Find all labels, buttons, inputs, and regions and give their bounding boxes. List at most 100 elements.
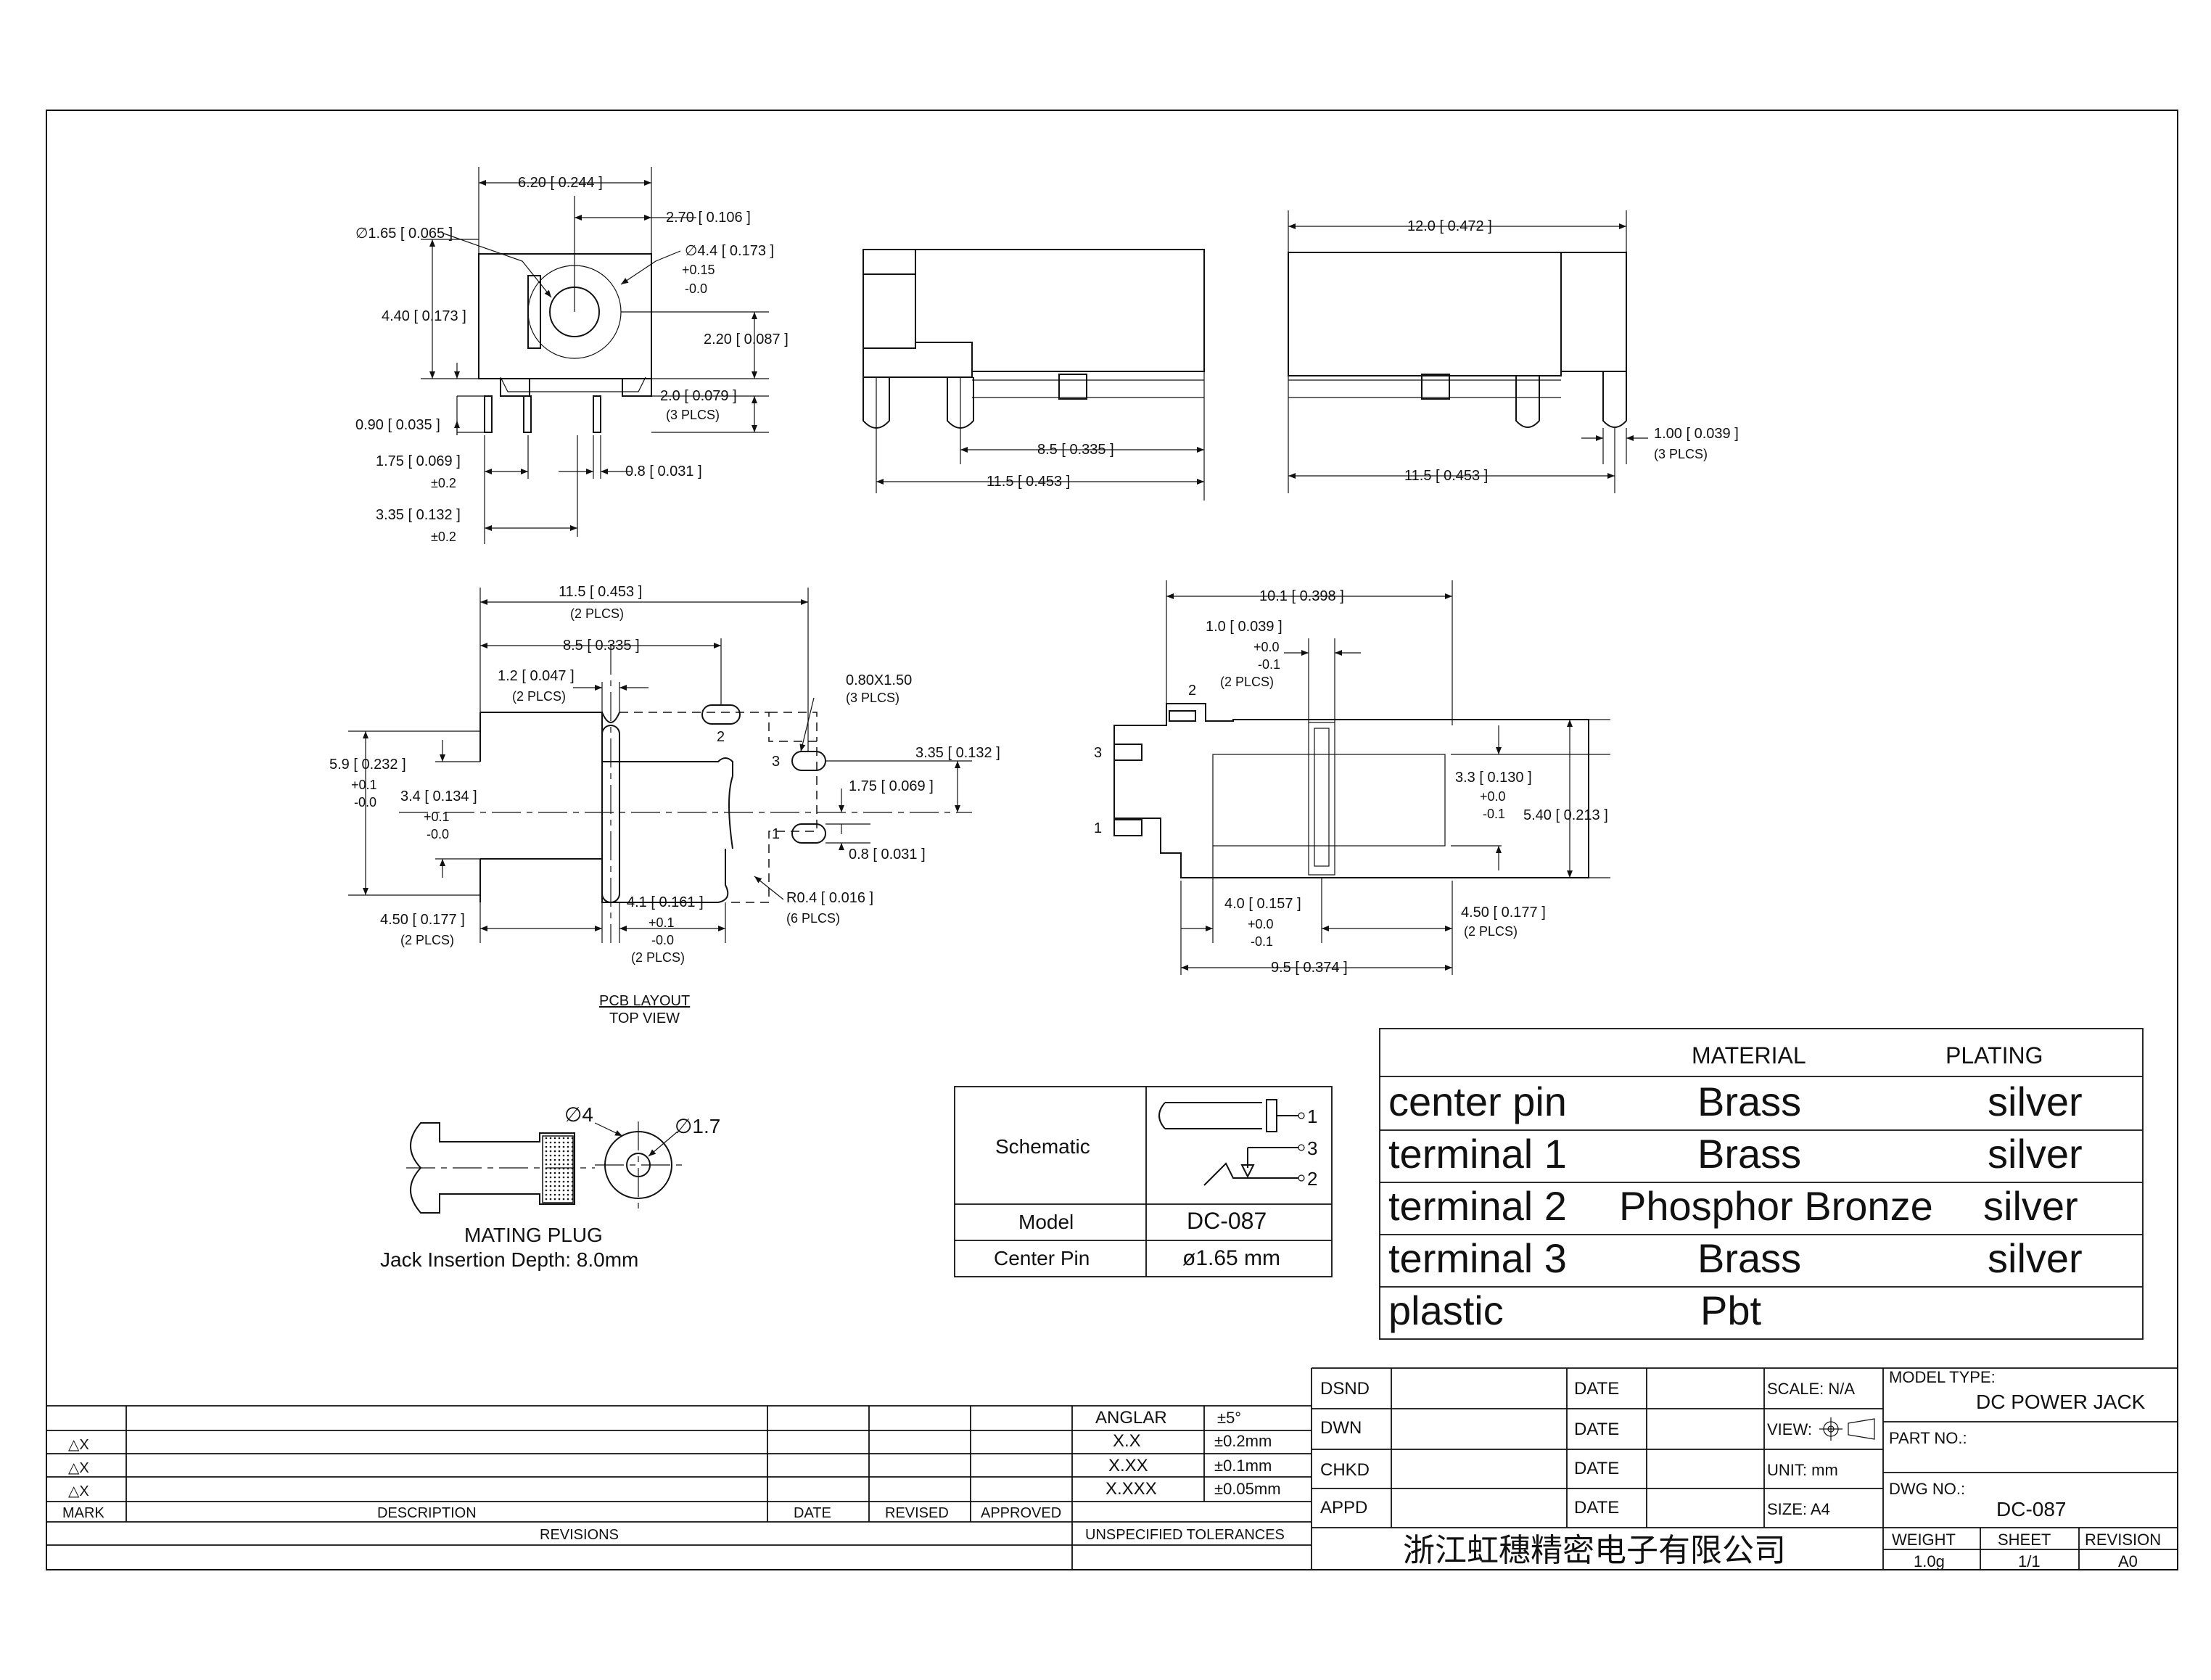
signoff-date-label: DATE — [1574, 1498, 1619, 1518]
sheet-label: SHEET — [1998, 1531, 2051, 1549]
dim-pcb-59-tp: +0.1 — [351, 778, 377, 792]
part-no-label: PART NO.: — [1889, 1429, 1967, 1447]
dim-pcb-41: 4.1 [ 0.161 ] — [627, 894, 704, 910]
material-row-material: Brass — [1697, 1079, 1801, 1124]
plug-dia-4: ∅4 — [564, 1103, 593, 1126]
material-row-plating: silver — [1988, 1235, 2083, 1281]
plug-depth: Jack Insertion Depth: 8.0mm — [380, 1248, 638, 1271]
rev-mark-3: △X — [68, 1483, 89, 1499]
bottom-pin-2: 2 — [1188, 683, 1196, 699]
dim-pcb-115-note: (2 PLCS) — [570, 606, 624, 621]
company-name: 浙江虹穗精密电子有限公司 — [1403, 1533, 1786, 1568]
dwg-no-value: DC-087 — [1996, 1498, 2066, 1520]
tol-label: X.XX — [1108, 1456, 1148, 1475]
projection-symbol-icon — [1819, 1417, 1875, 1441]
dim-front-090: 0.90 [ 0.035 ] — [355, 417, 440, 433]
plug-title: MATING PLUG — [464, 1224, 603, 1246]
dim-pcb-r04-note: (6 PLCS) — [786, 911, 840, 926]
dim-bottom-40-tp: +0.0 — [1248, 917, 1274, 931]
dim-front-d165: ∅1.65 [ 0.065 ] — [355, 226, 453, 242]
tol-value: ±0.1mm — [1214, 1457, 1272, 1475]
dim-front-335-tol: ±0.2 — [431, 530, 456, 544]
dim-bottom-10-note: (2 PLCS) — [1220, 675, 1274, 689]
material-row-material: Brass — [1697, 1131, 1801, 1177]
dim-bottom-40: 4.0 [ 0.157 ] — [1224, 896, 1301, 912]
sheet-value: 1/1 — [2018, 1552, 2041, 1570]
schematic-pin-3: 3 — [1307, 1137, 1317, 1159]
rev-header-date: DATE — [794, 1505, 831, 1521]
signoff-date-label: DATE — [1574, 1459, 1619, 1478]
dim-pcb-34: 3.4 [ 0.134 ] — [400, 788, 477, 804]
model-type-value: DC POWER JACK — [1976, 1391, 2146, 1413]
material-row-part: center pin — [1388, 1079, 1567, 1124]
signoff-role: CHKD — [1320, 1460, 1370, 1480]
dim-bottom-33-tp: +0.0 — [1480, 789, 1506, 804]
dwg-no-label: DWG NO.: — [1889, 1480, 1965, 1498]
dim-pcb-41-tm: -0.0 — [651, 933, 674, 947]
dim-pcb-slot: 0.80X1.50 — [846, 672, 912, 688]
weight-value: 1.0g — [1914, 1552, 1945, 1570]
dim-bottom-33: 3.3 [ 0.130 ] — [1455, 770, 1532, 786]
tol-value: ±0.05mm — [1214, 1480, 1281, 1498]
pcb-caption-subtitle: TOP VIEW — [609, 1010, 680, 1026]
dim-pcb-slot-note: (3 PLCS) — [846, 691, 899, 705]
rev-header-description: DESCRIPTION — [377, 1505, 477, 1521]
tol-label: X.X — [1113, 1431, 1141, 1451]
dim-rear-100-note: (3 PLCS) — [1654, 447, 1708, 461]
dim-side-115: 11.5 [ 0.453 ] — [987, 474, 1070, 490]
schematic-pin-1: 1 — [1307, 1105, 1317, 1127]
dim-front-20-note: (3 PLCS) — [666, 408, 720, 422]
dim-bottom-10-tp: +0.0 — [1253, 640, 1280, 654]
front-body — [478, 253, 652, 379]
signoff-role: APPD — [1320, 1498, 1367, 1518]
dim-pcb-08: 0.8 [ 0.031 ] — [849, 847, 926, 862]
front-view: 6.20 [ 0.244 ] 2.70 [ 0.106 ] ∅1.65 [ 0.… — [355, 167, 789, 544]
pcb-pin-3: 3 — [772, 754, 780, 770]
dim-bottom-33-tm: -0.1 — [1483, 807, 1505, 821]
dim-pcb-34-tm: -0.0 — [427, 827, 449, 841]
bottom-pin-1: 1 — [1094, 820, 1102, 836]
signoff-role: DSND — [1320, 1379, 1370, 1399]
dim-bottom-540: 5.40 [ 0.213 ] — [1523, 807, 1608, 823]
dim-front-620: 6.20 [ 0.244 ] — [518, 175, 603, 191]
dim-front-175-tol: ±0.2 — [431, 476, 456, 490]
model-value: DC-087 — [1187, 1208, 1267, 1234]
dim-front-d44-tol-plus: +0.15 — [682, 263, 715, 277]
dim-pcb-59-tm: -0.0 — [354, 795, 376, 810]
center-pin-label: Center Pin — [994, 1247, 1090, 1269]
unit-text: UNIT: mm — [1767, 1461, 1838, 1479]
dim-pcb-12-note: (2 PLCS) — [512, 689, 566, 704]
dim-pcb-450: 4.50 [ 0.177 ] — [380, 912, 465, 928]
dim-rear-115: 11.5 [ 0.453 ] — [1404, 468, 1488, 484]
pcb-layout-view: 2 3 1 11.5 [ 0.453 ] (2 PLCS) 8.5 [ 0.33… — [329, 584, 1000, 1026]
material-row-plating: silver — [1988, 1131, 2083, 1177]
dim-pcb-450-note: (2 PLCS) — [400, 933, 454, 947]
material-row-material: Pbt — [1700, 1288, 1761, 1333]
dim-bottom-101: 10.1 [ 0.398 ] — [1259, 588, 1344, 604]
dim-side-85: 8.5 [ 0.335 ] — [1037, 442, 1114, 458]
tol-footer: UNSPECIFIED TOLERANCES — [1085, 1527, 1285, 1543]
side-view: 8.5 [ 0.335 ] 11.5 [ 0.453 ] — [862, 249, 1205, 501]
dim-front-d44-tol-minus: -0.0 — [685, 281, 707, 296]
dim-pcb-85: 8.5 [ 0.335 ] — [563, 638, 640, 654]
schematic-table: Schematic 1 3 2 Model DC-087 Center Pin … — [954, 1086, 1333, 1277]
drawing-border — [46, 110, 2178, 1570]
rev-header-mark: MARK — [62, 1505, 104, 1521]
signoff-role: DWN — [1320, 1418, 1362, 1438]
dim-pcb-41-note: (2 PLCS) — [631, 950, 685, 965]
tol-value: ±5° — [1217, 1409, 1241, 1427]
dim-pcb-r04: R0.4 [ 0.016 ] — [786, 890, 873, 906]
pcb-pin-2: 2 — [717, 729, 725, 745]
size-text: SIZE: A4 — [1767, 1500, 1830, 1518]
bottom-pin-3: 3 — [1094, 745, 1102, 761]
dim-front-440: 4.40 [ 0.173 ] — [382, 308, 466, 324]
tol-value: ±0.2mm — [1214, 1432, 1272, 1450]
dim-bottom-450-note: (2 PLCS) — [1464, 924, 1518, 939]
dim-bottom-10-tm: -0.1 — [1258, 657, 1280, 672]
material-row-material: Phosphor Bronze — [1619, 1183, 1933, 1229]
weight-label: WEIGHT — [1892, 1531, 1956, 1549]
rev-footer: REVISIONS — [540, 1527, 619, 1543]
revision-label: REVISION — [2085, 1531, 2161, 1549]
schematic-label: Schematic — [995, 1135, 1090, 1158]
